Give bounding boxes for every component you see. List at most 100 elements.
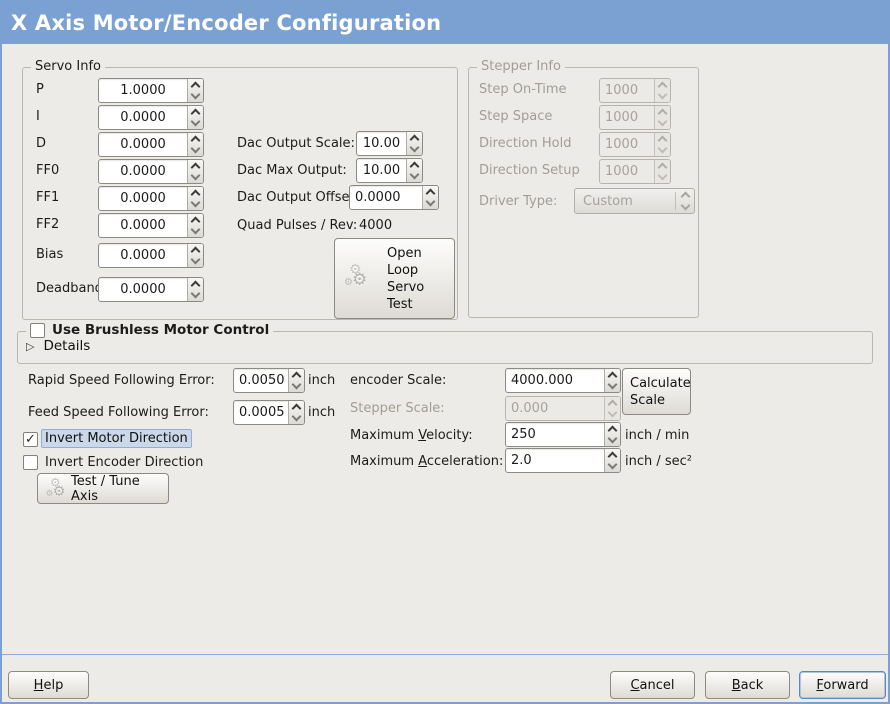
spin-buttons[interactable] [604,449,620,472]
spin-d[interactable]: 0.0000 [98,132,204,157]
p-label: P [36,82,44,97]
spin-ff0[interactable]: 0.0000 [98,159,204,184]
spin-down-button[interactable] [188,224,203,238]
spin-buttons[interactable] [406,132,422,155]
spin-max-velocity-value[interactable]: 250 [511,427,536,442]
spin-i[interactable]: 0.0000 [98,105,204,130]
cancel-button[interactable]: Cancel [610,671,695,699]
spin-rapid-following-error[interactable]: 0.0050 [233,368,305,393]
spin-ff1-buttons[interactable] [187,187,203,210]
back-button[interactable]: Back [705,671,790,699]
chevron-down-icon [190,89,201,100]
chevron-down-icon [425,196,436,207]
step-on-time-label: Step On-Time [479,82,567,97]
spin-buttons[interactable] [604,369,620,392]
spin-step-on-time: 1000 [599,78,671,103]
invert-encoder-checkbox[interactable]: ✓ [23,455,38,470]
spin-buttons[interactable] [406,159,422,182]
invert-motor-checkbox[interactable]: ✓ [23,432,38,447]
spin-ff1[interactable]: 0.0000 [98,186,204,211]
open-loop-servo-test-button[interactable]: ⚙⚙⚙ Open Loop Servo Test [334,238,455,319]
spin-p-value[interactable]: 1.0000 [120,83,166,98]
back-button-label: Back [731,677,764,693]
spin-down-button[interactable] [188,288,203,302]
page-title: X Axis Motor/Encoder Configuration [11,11,442,35]
spin-deadband-buttons[interactable] [187,278,203,301]
spin-ff2-buttons[interactable] [187,214,203,237]
forward-button[interactable]: Forward [799,671,886,699]
spin-buttons[interactable] [422,186,438,209]
spin-down-button[interactable] [605,379,620,393]
stepper-scale-label: Stepper Scale: [350,401,445,416]
spin-down-button[interactable] [188,116,203,130]
brushless-checkbox-label: Use Brushless Motor Control [52,322,270,338]
spin-dac-output-offset[interactable]: 0.0000 [349,185,439,210]
spin-max-velocity[interactable]: 250 [505,422,621,447]
spin-direction-hold: 1000 [599,132,671,157]
max-velocity-label: Maximum Velocity: [350,428,473,443]
spin-down-button[interactable] [423,196,438,210]
stepper-info-frame: Stepper Info Step On-Time 1000 Step Spac… [468,59,699,318]
spin-buttons[interactable] [288,369,304,392]
spin-ff2-value[interactable]: 0.0000 [120,218,166,233]
brushless-legend: ✓ Use Brushless Motor Control [26,322,274,338]
spin-dac-output-offset-value[interactable]: 0.0000 [355,190,401,205]
spin-buttons[interactable] [604,423,620,446]
spin-ff0-buttons[interactable] [187,160,203,183]
calculate-scale-button[interactable]: Calculate Scale [622,368,691,415]
spin-ff2[interactable]: 0.0000 [98,213,204,238]
brushless-checkbox[interactable]: ✓ [30,322,45,338]
spin-down-button[interactable] [188,143,203,157]
spin-down-button[interactable] [407,169,422,183]
spin-down-button[interactable] [188,254,203,268]
spin-bias[interactable]: 0.0000 [98,243,204,268]
spin-down-button[interactable] [407,142,422,156]
spin-down-button[interactable] [605,459,620,473]
spin-down-button[interactable] [289,379,304,393]
spin-p[interactable]: 1.0000 [98,78,204,103]
spin-down-button [605,407,620,421]
spin-bias-value[interactable]: 0.0000 [120,248,166,263]
spin-feed-following-error-value[interactable]: 0.0005 [239,405,285,420]
spin-down-button[interactable] [188,89,203,103]
chevron-down-icon [607,407,618,418]
spin-i-value[interactable]: 0.0000 [120,110,166,125]
spin-ff0-value[interactable]: 0.0000 [120,164,166,179]
spin-rapid-following-error-value[interactable]: 0.0050 [239,373,285,388]
spin-max-acceleration[interactable]: 2.0 [505,448,621,473]
spin-dac-output-scale[interactable]: 10.00 [356,131,423,156]
spin-down-button[interactable] [289,411,304,425]
test-tune-axis-button[interactable]: ⚙⚙⚙ Test / Tune Axis [37,473,169,504]
invert-encoder-checkbox-label[interactable]: Invert Encoder Direction [45,455,204,470]
invert-motor-checkbox-label[interactable]: Invert Motor Direction [41,429,192,448]
spin-step-on-time-value: 1000 [605,83,639,98]
spin-d-value[interactable]: 0.0000 [120,137,166,152]
spin-max-acceleration-value[interactable]: 2.0 [511,453,532,468]
spin-dac-max-output[interactable]: 10.00 [356,158,423,183]
spin-d-buttons[interactable] [187,133,203,156]
spin-down-button[interactable] [188,170,203,184]
test-tune-axis-label: Test / Tune Axis [71,473,140,504]
spin-dac-output-scale-value[interactable]: 10.00 [362,136,401,151]
spin-bias-buttons[interactable] [187,244,203,267]
spin-feed-following-error[interactable]: 0.0005 [233,400,305,425]
direction-setup-label: Direction Setup [479,163,580,178]
spin-i-buttons[interactable] [187,106,203,129]
spin-dac-max-output-value[interactable]: 10.00 [362,163,401,178]
d-label: D [36,136,47,151]
spin-down-button[interactable] [188,197,203,211]
spin-buttons[interactable] [288,401,304,424]
spin-down-button[interactable] [605,433,620,447]
spin-encoder-scale-value[interactable]: 4000.000 [511,373,574,388]
spin-direction-setup-value: 1000 [605,164,639,179]
max-acceleration-label: Maximum Acceleration: [350,454,504,469]
spin-deadband[interactable]: 0.0000 [98,277,204,302]
spin-buttons [654,133,670,156]
help-button[interactable]: Help [8,671,89,699]
combo-separator [675,192,676,210]
spin-ff1-value[interactable]: 0.0000 [120,191,166,206]
spin-p-buttons[interactable] [187,79,203,102]
details-expander[interactable]: ▷ Details [26,338,90,354]
spin-encoder-scale[interactable]: 4000.000 [505,368,621,393]
spin-deadband-value[interactable]: 0.0000 [120,282,166,297]
